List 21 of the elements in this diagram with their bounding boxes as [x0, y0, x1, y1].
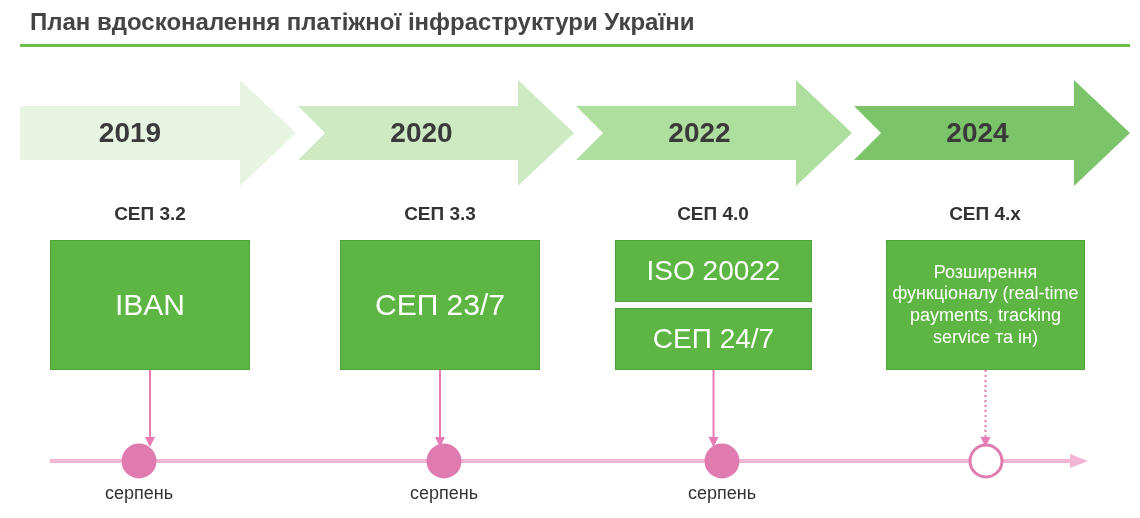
version-heading: СЕП 3.2	[114, 203, 186, 225]
year-label: 2022	[668, 117, 731, 149]
version-heading: СЕП 4.x	[949, 203, 1021, 225]
version-heading: СЕП 4.0	[677, 203, 749, 225]
page-title: План вдосконалення платіжної інфраструктури України	[30, 8, 695, 36]
milestone-box: IBAN	[50, 240, 250, 370]
milestone-box: Розширення функціоналу (real-time payments, tracking service та ін)	[886, 240, 1085, 370]
month-label: серпень	[104, 483, 174, 504]
month-label: серпень	[409, 483, 479, 504]
milestone-box: СЕП 24/7	[615, 308, 812, 370]
arrow	[145, 369, 155, 447]
arrow	[980, 369, 991, 447]
year-label: 2024	[946, 117, 1009, 149]
arrow	[435, 369, 445, 447]
milestone-box: СЕП 23/7	[340, 240, 540, 370]
milestone-box: ISO 20022	[615, 240, 812, 302]
year-label: 2020	[390, 117, 453, 149]
version-heading: СЕП 3.3	[404, 203, 476, 225]
arrow	[708, 369, 719, 447]
month-label: серпень	[687, 483, 757, 504]
year-label: 2019	[98, 117, 162, 149]
